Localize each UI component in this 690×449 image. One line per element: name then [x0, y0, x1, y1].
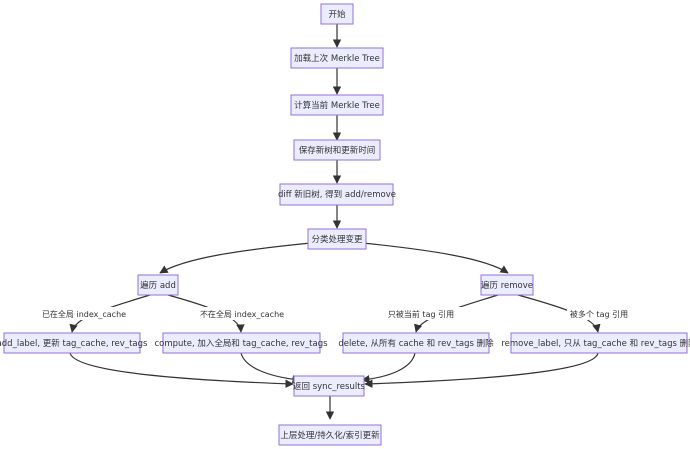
- edge-classify-remove: [362, 242, 509, 274]
- edge-delete-return: [361, 352, 416, 384]
- node-iter-remove-label: 遍历 remove: [481, 280, 533, 291]
- node-classify-label: 分类处理变更: [311, 234, 363, 245]
- node-load-tree: 加载上次 Merkle Tree: [290, 47, 384, 69]
- edge-label-not-in-global: 不在全局 index_cache: [199, 307, 285, 320]
- node-delete-label: delete, 从所有 cache 和 rev_tags 删除: [338, 338, 494, 349]
- node-start-label: 开始: [328, 9, 346, 20]
- node-iter-add: 遍历 add: [137, 274, 179, 296]
- edge-label-return: [69, 352, 294, 388]
- node-upper: 上层处理/持久化/索引更新: [278, 424, 382, 446]
- edge-compute-return: [240, 352, 301, 384]
- edge-label-in-global-text: 已在全局 index_cache: [42, 309, 126, 319]
- node-compute-add-label: compute, 加入全局和 tag_cache, rev_tags: [154, 338, 328, 349]
- node-save-tree: 保存新树和更新时间: [293, 139, 381, 161]
- node-compute-tree-label: 计算当前 Merkle Tree: [294, 100, 380, 111]
- node-return-results-label: 返回 sync_results: [293, 381, 366, 392]
- node-return-results: 返回 sync_results: [293, 375, 366, 397]
- node-classify: 分类处理变更: [307, 228, 367, 250]
- edge-label-multi-tag-text: 被多个 tag 引用: [570, 309, 628, 319]
- edge-label-only-current-tag-text: 只被当前 tag 引用: [388, 309, 454, 319]
- node-compute-tree: 计算当前 Merkle Tree: [290, 94, 384, 116]
- node-iter-remove: 遍历 remove: [480, 274, 534, 296]
- node-remove-label-text: remove_label, 只从 tag_cache 和 rev_tags 删除: [501, 338, 690, 349]
- node-add-label-text: add_label, 更新 tag_cache, rev_tags: [0, 338, 148, 349]
- node-upper-label: 上层处理/持久化/索引更新: [280, 430, 380, 441]
- edge-classify-add: [159, 242, 312, 274]
- node-delete: delete, 从所有 cache 和 rev_tags 删除: [338, 332, 494, 354]
- node-save-tree-label: 保存新树和更新时间: [299, 145, 376, 156]
- node-start: 开始: [320, 3, 354, 25]
- node-diff: diff 新旧树, 得到 add/remove: [278, 183, 396, 206]
- node-remove-label: remove_label, 只从 tag_cache 和 rev_tags 删除: [501, 332, 690, 354]
- node-add-label: add_label, 更新 tag_cache, rev_tags: [0, 332, 148, 354]
- edge-label-only-current-tag: 只被当前 tag 引用: [380, 307, 462, 320]
- edge-removelabel-return: [364, 352, 599, 388]
- edge-label-not-in-global-text: 不在全局 index_cache: [200, 309, 284, 319]
- edge-label-in-global: 已在全局 index_cache: [28, 307, 140, 320]
- node-load-tree-label: 加载上次 Merkle Tree: [294, 53, 380, 64]
- node-diff-label: diff 新旧树, 得到 add/remove: [278, 189, 396, 200]
- node-compute-add: compute, 加入全局和 tag_cache, rev_tags: [154, 332, 328, 354]
- node-iter-add-label: 遍历 add: [140, 280, 176, 291]
- edge-label-multi-tag: 被多个 tag 引用: [567, 307, 631, 320]
